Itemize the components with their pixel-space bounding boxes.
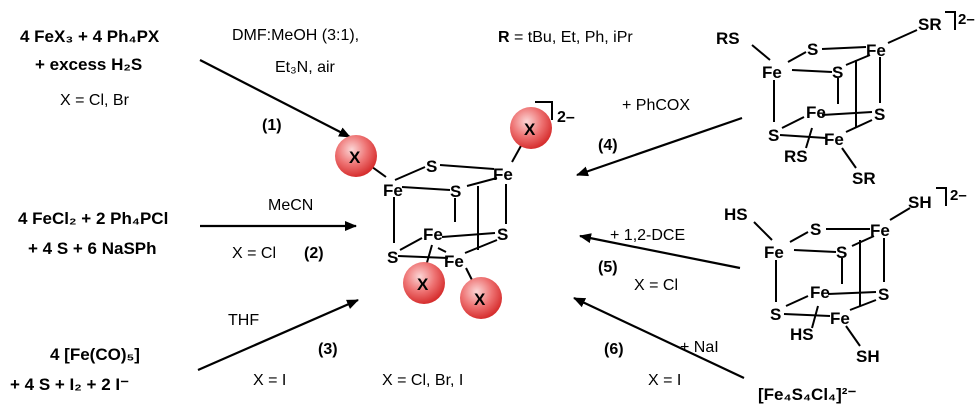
r-definition: R = tBu, Et, Ph, iPr [498, 29, 633, 46]
center-fe-3: Fe [423, 225, 443, 244]
ligand-x-1: X [335, 135, 377, 177]
center-fe-4: Fe [444, 252, 464, 271]
center-s-2: S [450, 182, 461, 201]
svg-text:X: X [524, 120, 536, 139]
r1-arrow [199, 59, 351, 138]
center-fe-1: Fe [383, 181, 403, 200]
sh-bracket [936, 187, 947, 206]
ligand-x-2: X [510, 107, 552, 149]
r5-reagent: + 1,2-DCE [610, 227, 685, 244]
r3-number: (3) [318, 341, 338, 358]
rs-fe-4: Fe [824, 130, 844, 149]
r1-number: (1) [262, 117, 282, 134]
ligand-x-3: X [403, 262, 445, 304]
r2-number: (2) [304, 245, 324, 262]
rs-ligand-2: SR [918, 15, 942, 34]
sh-s-1: S [810, 220, 821, 239]
r5-halide: X = Cl [634, 277, 678, 294]
rs-charge: 2– [958, 11, 975, 28]
rs-fe-3: Fe [806, 103, 826, 122]
rs-fe-2: Fe [866, 41, 886, 60]
rs-s-1: S [807, 40, 818, 59]
sh-ligand-2: SH [908, 193, 932, 212]
center-s-1: S [426, 157, 437, 176]
center-charge: 2– [557, 109, 575, 126]
r6-starting-cluster: [Fe₄S₄Cl₄]²⁻ [758, 385, 856, 404]
rs-s-4: S [768, 126, 779, 145]
center-bonds [367, 143, 523, 285]
r3-solvent: THF [228, 312, 259, 329]
rs-s-2: S [832, 63, 843, 82]
r6-reagent: + NaI [680, 339, 719, 356]
sh-fe-1: Fe [764, 243, 784, 262]
reaction-4: R = tBu, Et, Ph, iPr + PhCOX (4) [498, 29, 743, 177]
sh-ligand-3: HS [790, 325, 814, 344]
sh-fe-4: Fe [830, 309, 850, 328]
r2-reactants-line1: 4 FeCl₂ + 2 Ph₄PCl [18, 209, 168, 228]
center-s-3: S [497, 225, 508, 244]
reaction-6: + NaI (6) X = I [Fe₄S₄Cl₄]²⁻ [573, 297, 856, 404]
rs-fe-1: Fe [762, 63, 782, 82]
reaction-1: 4 FeX₃ + 4 Ph₄PX + excess H₂S X = Cl, Br… [20, 27, 359, 138]
rs-bracket [945, 11, 956, 30]
sh-charge: 2– [950, 187, 967, 204]
r3-halide: X = I [253, 372, 286, 389]
center-bracket [535, 101, 553, 120]
rs-ligand-1: RS [716, 29, 740, 48]
r5-number: (5) [598, 259, 618, 276]
center-fe-2: Fe [493, 165, 513, 184]
svg-text:X: X [417, 275, 429, 294]
r4-number: (4) [598, 137, 618, 154]
rs-bonds [751, 29, 918, 169]
r2-solvent: MeCN [268, 197, 313, 214]
r1-halide: X = Cl, Br [60, 92, 130, 109]
reaction-2: 4 FeCl₂ + 2 Ph₄PCl + 4 S + 6 NaSPh MeCN … [18, 197, 357, 262]
r3-reactants-line2: + 4 S + I₂ + 2 I⁻ [10, 375, 129, 394]
reaction-5: + 1,2-DCE (5) X = Cl [579, 227, 741, 294]
r1-reactants-line1: 4 FeX₃ + 4 Ph₄PX [20, 27, 160, 46]
sh-cluster: 2– HS SH HS SH Fe S Fe S Fe S S [724, 187, 967, 366]
r1-reactants-line2: + excess H₂S [35, 55, 142, 74]
sh-bonds [753, 207, 911, 347]
rs-ligand-4: SR [852, 169, 876, 188]
sh-ligand-1: HS [724, 205, 748, 224]
svg-text:X: X [474, 290, 486, 309]
rs-cluster: 2– RS SR RS SR Fe S Fe S Fe S S [716, 11, 975, 188]
r6-number: (6) [604, 341, 624, 358]
sh-ligand-4: SH [856, 347, 880, 366]
rs-s-3: S [874, 105, 885, 124]
r5-arrow [579, 233, 741, 270]
r2-halide: X = Cl [232, 245, 276, 262]
rs-ligand-3: RS [784, 147, 808, 166]
r1-conditions-line1: DMF:MeOH (3:1), [232, 27, 359, 44]
r2-reactants-line2: + 4 S + 6 NaSPh [28, 239, 157, 258]
r3-reactants-line1: 4 [Fe(CO)₅] [50, 345, 140, 364]
r1-conditions-line2: Et₃N, air [275, 59, 336, 76]
svg-text:X: X [349, 148, 361, 167]
center-label: X = Cl, Br, I [382, 372, 463, 389]
reaction-3: 4 [Fe(CO)₅] + 4 S + I₂ + 2 I⁻ THF (3) X … [10, 298, 359, 394]
sh-s-2: S [836, 243, 847, 262]
r4-reagent: + PhCOX [622, 97, 690, 114]
ligand-x-4: X [460, 277, 502, 319]
sh-s-4: S [770, 305, 781, 324]
r4-arrow [576, 116, 743, 177]
r3-arrow [197, 298, 359, 372]
center-cluster: 2– Fe S Fe S Fe S S [335, 101, 575, 389]
sh-s-3: S [878, 285, 889, 304]
r6-arrow [573, 297, 745, 379]
center-s-4: S [387, 248, 398, 267]
sh-fe-2: Fe [870, 221, 890, 240]
sh-fe-3: Fe [810, 283, 830, 302]
r6-halide: X = I [648, 372, 681, 389]
